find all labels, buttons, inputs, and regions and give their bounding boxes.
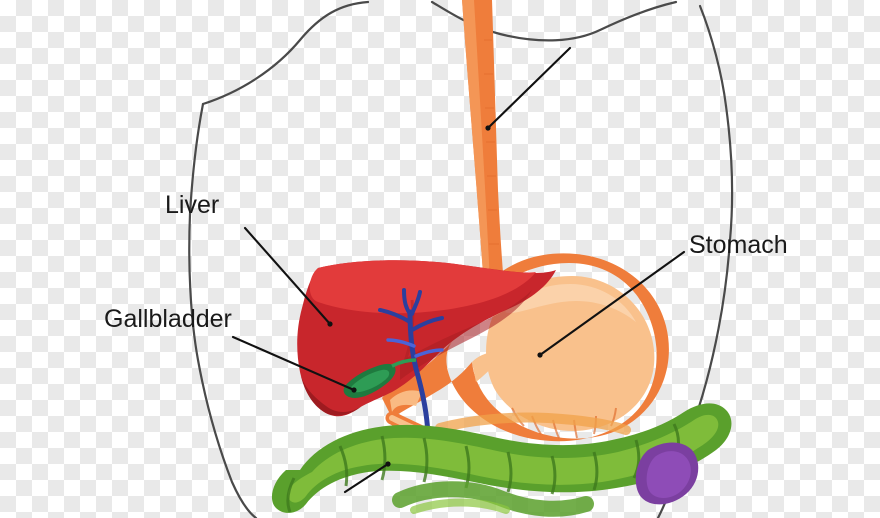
pancreas (435, 412, 631, 435)
spleen (635, 442, 699, 505)
label-liver: Liver (165, 191, 220, 219)
leader-line-liver (243, 226, 332, 326)
leader-line-gallbladder (231, 335, 356, 392)
leader-lines (231, 46, 686, 494)
leader-line-stomach (538, 250, 686, 357)
esophagus (462, 0, 505, 318)
label-gallbladder: Gallbladder (104, 305, 232, 333)
leader-line-endpoints (327, 125, 543, 467)
leader-line-colon (343, 462, 390, 494)
leader-line-esophagus (486, 46, 572, 130)
label-stomach: Stomach (689, 231, 788, 259)
gallbladder (343, 358, 417, 398)
small-intestine (392, 481, 594, 517)
